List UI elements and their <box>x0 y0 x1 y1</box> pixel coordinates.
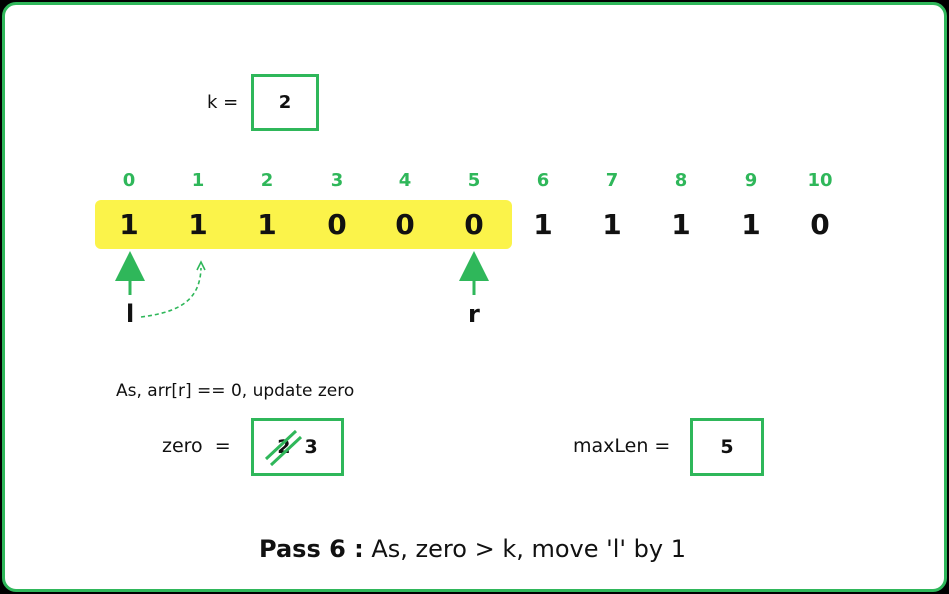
array-value: 1 <box>257 208 277 241</box>
zero-old-value: 2 <box>277 436 291 458</box>
index-label: 3 <box>330 170 344 191</box>
array-value: 1 <box>533 208 553 241</box>
index-label: 10 <box>807 170 833 191</box>
index-label: 4 <box>398 170 412 191</box>
index-label: 1 <box>191 170 205 191</box>
array-value: 0 <box>810 208 830 241</box>
array-value: 1 <box>188 208 208 241</box>
zero-label: zero = <box>162 435 231 457</box>
index-label: 2 <box>260 170 274 191</box>
pass-caption-text: As, zero > k, move 'l' by 1 <box>363 535 686 563</box>
maxlen-value: 5 <box>720 436 734 458</box>
pass-caption-bold: Pass 6 : <box>259 535 364 563</box>
index-label: 0 <box>122 170 136 191</box>
index-label: 5 <box>467 170 481 191</box>
array-value: 0 <box>464 208 484 241</box>
index-label: 8 <box>674 170 688 191</box>
index-label: 9 <box>744 170 758 191</box>
zero-value-box: 2 3 <box>251 418 344 476</box>
maxlen-label: maxLen = <box>573 435 671 457</box>
l-move-arrow <box>140 267 202 318</box>
window-highlight <box>95 200 512 249</box>
array-value: 1 <box>119 208 139 241</box>
zero-new-value: 3 <box>304 436 318 458</box>
pass-caption: Pass 6 : As, zero > k, move 'l' by 1 <box>0 535 945 563</box>
array-value: 0 <box>327 208 347 241</box>
k-value: 2 <box>278 92 292 113</box>
pointer-r-label: r <box>468 300 480 328</box>
array-value: 1 <box>741 208 761 241</box>
array-value: 1 <box>671 208 691 241</box>
update-note: As, arr[r] == 0, update zero <box>116 381 355 401</box>
array-value: 1 <box>602 208 622 241</box>
index-label: 7 <box>605 170 619 191</box>
maxlen-value-box: 5 <box>690 418 764 476</box>
array-value: 0 <box>395 208 415 241</box>
index-label: 6 <box>536 170 550 191</box>
k-label: k = <box>207 92 239 113</box>
k-value-box: 2 <box>251 74 319 131</box>
pointer-l-label: l <box>126 300 135 328</box>
